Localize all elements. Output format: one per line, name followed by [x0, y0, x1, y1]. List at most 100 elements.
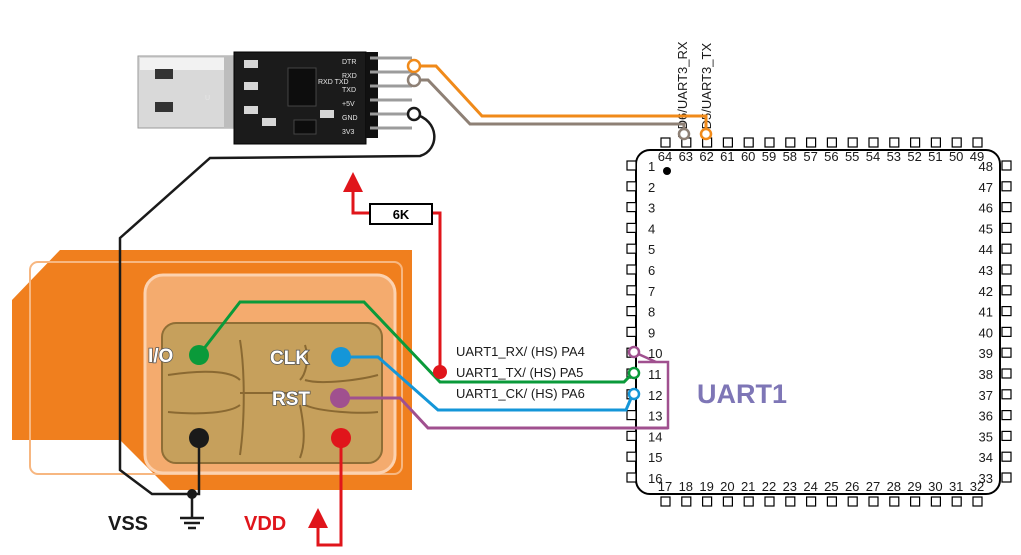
pin-number-50: 50 — [949, 149, 963, 164]
pin-number-14: 14 — [648, 429, 662, 444]
pin-square-16 — [626, 472, 637, 483]
pin-square-41 — [1001, 306, 1012, 317]
mcu-body — [635, 149, 1001, 495]
pin-number-64: 64 — [658, 149, 672, 164]
gnd-contact — [189, 428, 209, 448]
pin-square-14 — [626, 430, 637, 441]
pin-number-55: 55 — [845, 149, 859, 164]
pin-number-38: 38 — [979, 367, 993, 382]
pin-square-44 — [1001, 243, 1012, 254]
pin-square-3 — [626, 202, 637, 213]
pin-square-48 — [1001, 160, 1012, 171]
pin-number-15: 15 — [648, 450, 662, 465]
pin-square-56 — [826, 137, 838, 148]
pin-square-45 — [1001, 222, 1012, 233]
pin-square-8 — [626, 306, 637, 317]
pin-number-13: 13 — [648, 409, 662, 424]
pin-square-54 — [868, 137, 879, 148]
pin-square-21 — [743, 496, 754, 507]
pin-number-52: 52 — [907, 149, 921, 164]
pin-number-18: 18 — [679, 479, 693, 494]
board-mark-u: U — [205, 95, 210, 102]
pin-number-27: 27 — [866, 479, 880, 494]
pin-square-37 — [1001, 389, 1012, 400]
pin-number-20: 20 — [720, 479, 734, 494]
pin-square-7 — [626, 285, 637, 296]
pin-number-37: 37 — [979, 388, 993, 403]
pin-square-19 — [701, 496, 713, 507]
ground-icon — [180, 516, 204, 530]
pin-square-13 — [626, 410, 637, 421]
pin-number-57: 57 — [803, 149, 817, 164]
chip-label: RXD TXD — [318, 79, 349, 86]
pin-number-48: 48 — [979, 159, 993, 174]
pin-square-61 — [722, 137, 734, 148]
clk-contact — [331, 347, 351, 367]
pin-number-8: 8 — [648, 305, 655, 320]
io-label: I/O — [148, 346, 173, 367]
uart1-tx-pa5-label: UART1_TX/ (HS) PA5 — [456, 365, 583, 380]
pin-square-58 — [785, 137, 796, 148]
rst-contact — [330, 388, 350, 408]
pin-square-17 — [660, 496, 671, 507]
pin-number-28: 28 — [887, 479, 901, 494]
pin-square-47 — [1001, 181, 1012, 192]
pin-square-50 — [951, 137, 962, 148]
pin-number-4: 4 — [648, 221, 655, 236]
adapter-header-pins — [366, 52, 412, 138]
pin-number-36: 36 — [979, 409, 993, 424]
pin-square-29 — [909, 496, 921, 507]
pin-number-9: 9 — [648, 325, 655, 340]
pin-number-54: 54 — [866, 149, 880, 164]
pin-square-36 — [1001, 410, 1012, 421]
usb-uart-adapter: U RXD TXD DTR RXD TXD +5V GND 3V3 — [137, 51, 412, 145]
pin-square-46 — [1001, 202, 1012, 213]
pin-number-59: 59 — [762, 149, 776, 164]
pin-number-33: 33 — [979, 471, 993, 486]
pd6-uart3-rx-label: PD6/UART3_RX — [675, 41, 690, 138]
pin-number-49: 49 — [970, 149, 984, 164]
pin-number-40: 40 — [979, 325, 993, 340]
vss-label: VSS — [108, 513, 148, 535]
pin-square-25 — [826, 496, 838, 507]
pd5-uart3-tx-label: PD5/UART3_TX — [699, 43, 714, 138]
pin-number-22: 22 — [762, 479, 776, 494]
pin-number-19: 19 — [699, 479, 713, 494]
pin-square-28 — [889, 496, 900, 507]
pin-square-40 — [1001, 326, 1012, 337]
pin-square-49 — [972, 137, 983, 148]
pin-square-34 — [1001, 451, 1012, 462]
pin-number-41: 41 — [979, 305, 993, 320]
uart1-label: UART1 — [697, 379, 787, 409]
pin-square-38 — [1001, 368, 1012, 379]
adapter-pin-txd: TXD — [342, 87, 356, 94]
pin-square-1 — [626, 160, 637, 171]
pin-number-53: 53 — [887, 149, 901, 164]
vdd-contact — [331, 428, 351, 448]
pin-square-35 — [1001, 430, 1012, 441]
pin-square-23 — [785, 496, 796, 507]
pin-number-46: 46 — [979, 201, 993, 216]
adapter-pin-3v3: 3V3 — [342, 129, 355, 136]
wire-io-pa5 — [197, 300, 634, 384]
pin-number-1: 1 — [648, 159, 655, 174]
pin-number-24: 24 — [803, 479, 817, 494]
pin-number-29: 29 — [907, 479, 921, 494]
pin-square-32 — [972, 496, 983, 507]
pin-square-18 — [681, 496, 692, 507]
adapter-pin-5v: +5V — [342, 101, 355, 108]
wire-clk-pa6 — [341, 355, 634, 412]
pin-number-26: 26 — [845, 479, 859, 494]
pin-square-60 — [743, 137, 754, 148]
uart1-ck-pa6-label: UART1_CK/ (HS) PA6 — [456, 386, 585, 401]
wire-rxd-pd5 — [414, 64, 708, 134]
uart1-rx-pa4-label: UART1_RX/ (HS) PA4 — [456, 344, 585, 359]
pin-number-25: 25 — [824, 479, 838, 494]
pin-number-17: 17 — [658, 479, 672, 494]
wire-vdd — [316, 438, 343, 547]
pin-square-5 — [626, 243, 637, 254]
pin-square-64 — [660, 137, 671, 148]
pin-square-52 — [909, 137, 921, 148]
pin-square-57 — [805, 137, 817, 148]
